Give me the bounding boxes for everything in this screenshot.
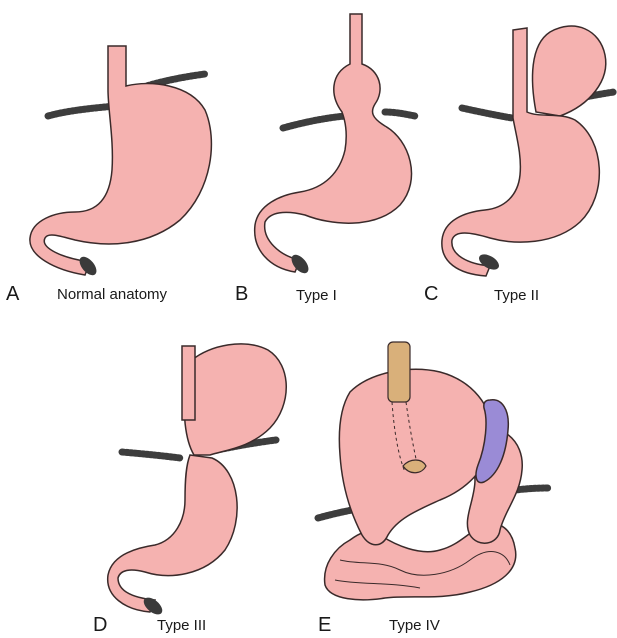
panel-e-caption: Type IV (389, 617, 440, 634)
tube-e (388, 342, 410, 402)
panel-e-letter: E (318, 614, 331, 637)
